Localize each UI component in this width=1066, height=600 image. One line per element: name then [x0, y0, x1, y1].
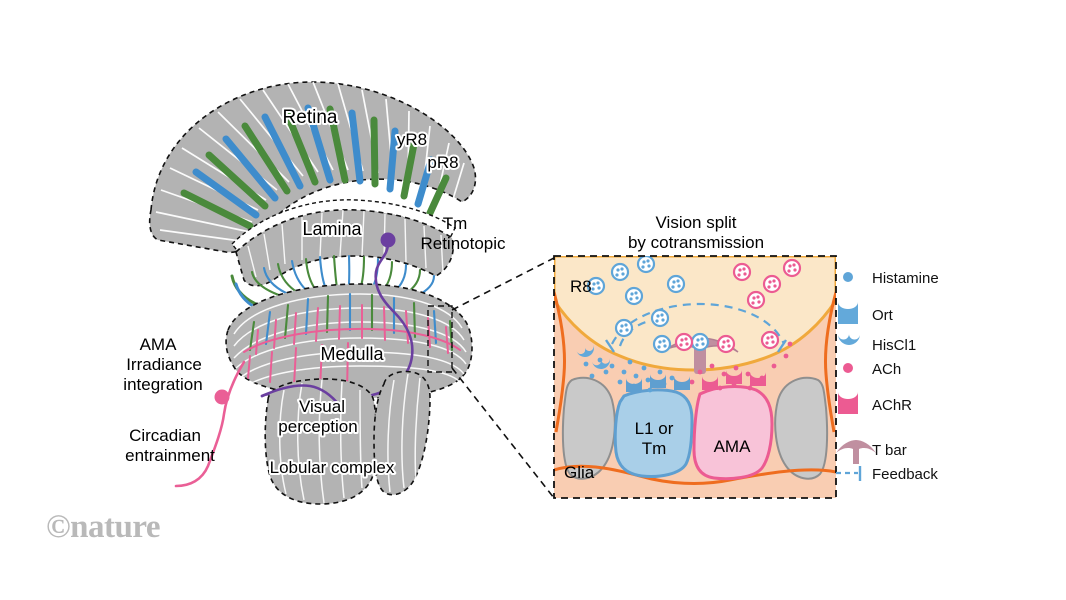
- panel-border: [553, 255, 837, 499]
- ama-axon: [174, 360, 246, 488]
- ort-receptor-icon: [838, 302, 858, 324]
- label-ama-line3: integration: [123, 375, 202, 394]
- synapse-detail-panel: [553, 255, 837, 499]
- label-tm-line1: Tm: [443, 214, 468, 233]
- lobula-plate-body: [264, 378, 378, 505]
- glia-membrane-bottom: [554, 464, 836, 485]
- panel-title-line1: Vision split: [656, 213, 737, 232]
- legend-row-histamine: Histamine: [843, 270, 939, 287]
- label-r8: R8: [570, 277, 592, 296]
- callout-line-bottom: [451, 367, 555, 499]
- legend-row-ort: Ort: [838, 302, 894, 324]
- legend-row-tbar: T bar: [836, 440, 907, 464]
- callout-line-top: [451, 257, 555, 311]
- legend-label-tbar: T bar: [872, 442, 907, 459]
- panel-title-line2: by cotransmission: [628, 233, 764, 252]
- achr-receptor-icon: [838, 392, 858, 414]
- nature-watermark: ©nature: [46, 509, 161, 545]
- legend-label-hiscl1: HisCl1: [872, 337, 916, 354]
- ort-receptors: [626, 374, 690, 392]
- legend-label-achr: AChR: [872, 397, 912, 414]
- ach-vesicles: [674, 258, 802, 354]
- hiscl1-receptors: [576, 344, 610, 369]
- lobula-fibers: [278, 373, 421, 504]
- label-lamina: Lamina: [302, 219, 362, 239]
- label-l1-tm-line2: Tm: [642, 439, 667, 458]
- ach-dot-icon: [843, 363, 853, 373]
- ama-soma: [214, 389, 230, 405]
- label-medulla: Medulla: [320, 344, 384, 364]
- glia-blob-right: [774, 376, 829, 480]
- tm-soma: [380, 232, 396, 248]
- medulla-r8-terminals: [248, 292, 454, 352]
- feedback-endbar-left: [605, 339, 615, 353]
- glia-membrane: [554, 291, 836, 433]
- ama-cell: [692, 385, 774, 481]
- legend-label-feedback: Feedback: [872, 466, 938, 483]
- label-retina: Retina: [283, 107, 338, 128]
- label-ama-cell: AMA: [714, 437, 752, 456]
- diagram-labels: Retina yR8 pR8 Lamina Medulla Visual per…: [123, 105, 764, 482]
- lamina-body: [235, 209, 454, 287]
- histamine-vesicles: [586, 256, 710, 354]
- retina-region: [148, 81, 477, 254]
- histamine-dot-icon: [843, 272, 853, 282]
- feedback-endbar-right: [777, 339, 787, 353]
- label-yr8: yR8: [397, 130, 427, 149]
- label-lobular-complex: Lobular complex: [270, 458, 395, 477]
- label-l1-tm-line1: L1 or: [635, 419, 674, 438]
- legend-label-histamine: Histamine: [872, 270, 939, 287]
- legend-row-achr: AChR: [838, 392, 912, 414]
- hiscl1-receptor-icon: [838, 334, 860, 345]
- label-circadian-line1: Circadian: [129, 426, 201, 445]
- legend-row-feedback: Feedback: [836, 466, 938, 483]
- achr-receptors: [702, 370, 766, 390]
- photoreceptor-rods: [180, 104, 450, 230]
- legend-row-hiscl1: HisCl1: [838, 334, 916, 354]
- medulla-region: [174, 232, 473, 488]
- t-bar-icon: [836, 440, 876, 464]
- legend-row-ach: ACh: [843, 361, 901, 378]
- label-ama-line2: Irradiance: [126, 355, 202, 374]
- label-visual-perception-line1: Visual: [299, 397, 345, 416]
- legend: Histamine Ort HisCl1 ACh AChR: [836, 270, 939, 483]
- label-pr8: pR8: [427, 153, 458, 172]
- label-glia: Glia: [564, 463, 595, 482]
- label-circadian-line2: entrainment: [125, 446, 215, 465]
- label-tm-line2: Retinotopic: [420, 234, 506, 253]
- legend-label-ach: ACh: [872, 361, 901, 378]
- lobula-region: [260, 370, 431, 505]
- glia-blob-left: [561, 376, 616, 480]
- label-visual-perception-line2: perception: [278, 417, 357, 436]
- callout-source-box: [427, 305, 453, 373]
- label-ama-line1: AMA: [140, 335, 178, 354]
- zoom-callout-connector: [427, 257, 555, 499]
- legend-label-ort: Ort: [872, 307, 894, 324]
- l1-tm-cell: [613, 388, 694, 478]
- visual-perception-axon: [260, 384, 342, 408]
